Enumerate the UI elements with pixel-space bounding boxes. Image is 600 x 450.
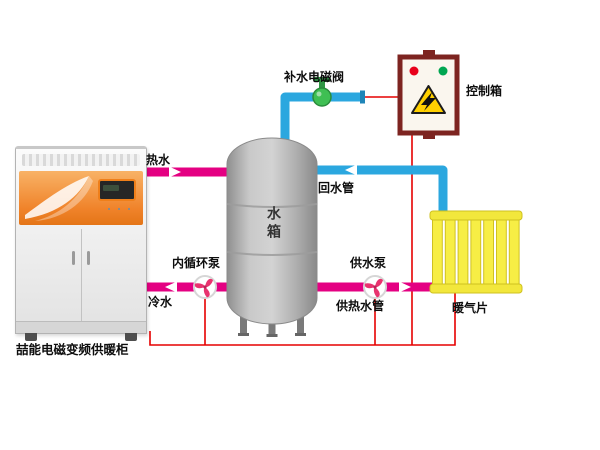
cabinet-handle-right (87, 251, 90, 265)
label-cold-water: 冷水 (148, 295, 173, 309)
flow-arrow-return-left (345, 164, 357, 176)
cabinet-display (98, 179, 136, 201)
fill-pipe-flange (360, 90, 365, 104)
cabinet-swoosh-logo (25, 176, 93, 221)
cabinet-foot-left (25, 333, 37, 341)
label-return-pipe: 回水管 (318, 181, 355, 195)
flow-arrow-hot-right (169, 166, 181, 178)
flow-arrow-cold-left (165, 281, 177, 293)
cabinet-kick-plate (16, 321, 146, 333)
label-cabinet: 喆能电磁变频供暖柜 (16, 343, 129, 357)
flow-arrow-supply-right (399, 281, 411, 293)
cabinet-vents (22, 154, 140, 166)
label-inner-pump: 内循环泵 (172, 256, 221, 270)
label-fill-valve: 补水电磁阀 (284, 70, 345, 84)
fill-valve-icon (312, 77, 332, 107)
control-box-icon (397, 50, 460, 139)
label-radiator: 暖气片 (452, 301, 489, 315)
label-supply-pump: 供水泵 (350, 256, 387, 270)
label-water-tank: 水箱 (266, 206, 282, 242)
cabinet-door-seam (81, 229, 82, 321)
label-supply-pipe: 供热水管 (336, 299, 385, 313)
fill-water-pipe (280, 92, 362, 152)
circulation-pump-icon (193, 275, 217, 299)
cabinet-brand-panel (19, 171, 143, 225)
supply-pump-icon (363, 275, 387, 299)
cabinet-foot-right (125, 333, 137, 341)
cabinet-buttons (106, 207, 132, 211)
label-control-box: 控制箱 (466, 84, 503, 98)
water-tank (226, 137, 318, 337)
label-hot-water: 热水 (146, 153, 171, 167)
radiator-icon (429, 210, 523, 294)
heating-cabinet (15, 146, 147, 341)
cabinet-handle-left (72, 251, 75, 265)
